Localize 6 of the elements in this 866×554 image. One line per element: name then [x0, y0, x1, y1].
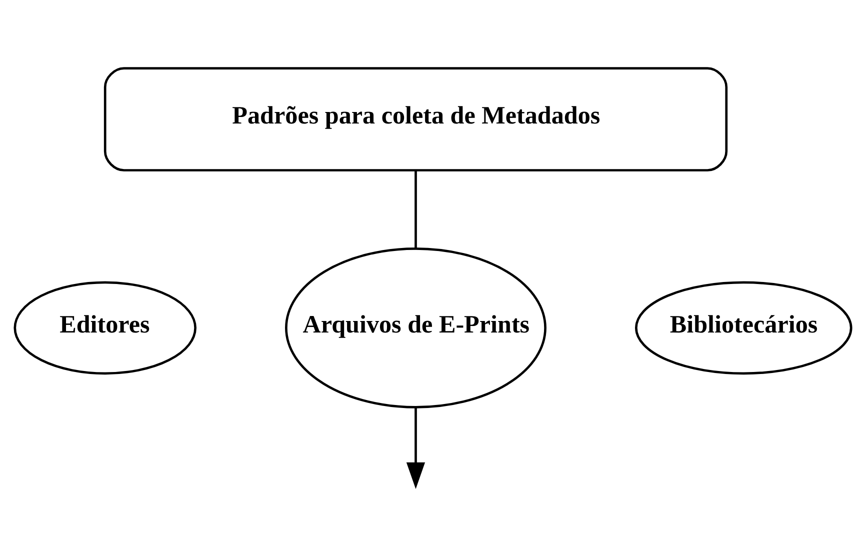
node-ellipse: Bibliotecários: [635, 280, 852, 374]
arrow: [406, 407, 426, 489]
node-ellipse: Arquivos de E-Prints: [285, 247, 546, 408]
node-ellipse: Editores: [14, 280, 196, 374]
connector: [414, 170, 417, 248]
node-box: Padrões para coleta de Metadados: [104, 66, 728, 171]
